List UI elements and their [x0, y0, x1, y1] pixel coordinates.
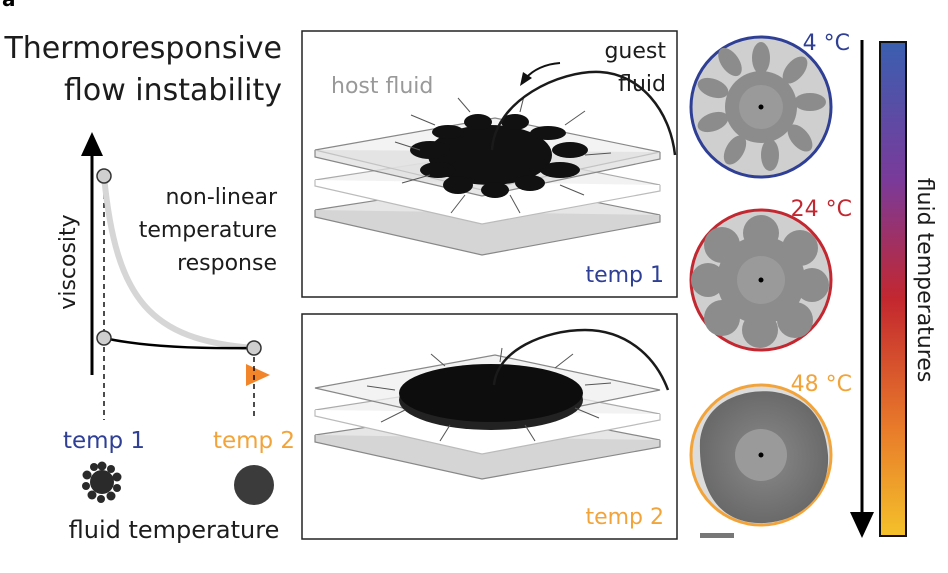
- round-drop-bottom: [399, 364, 583, 422]
- top-panel-label: temp 1: [585, 263, 664, 288]
- panel-letter: a: [2, 0, 16, 11]
- needle-top: [490, 70, 677, 156]
- y-axis-label: viscosity: [56, 214, 81, 309]
- temp-label-2: 48 °C: [791, 372, 852, 397]
- right-panel: 4 °C 24 °C 48 °C fluid temperatures: [689, 31, 937, 538]
- curve-point-low: [96, 330, 112, 346]
- scale-bar: [700, 533, 734, 538]
- x-axis-label: fluid temperature: [69, 516, 280, 544]
- annotation-line2: temperature: [139, 218, 277, 243]
- curve-point-end: [246, 340, 262, 356]
- left-title-line2: flow instability: [64, 73, 282, 108]
- high-response-curve: [101, 175, 255, 351]
- guest-fluid-label-line2: fluid: [618, 72, 666, 97]
- drop-4c-center: [758, 104, 764, 110]
- fingered-drop-top: [410, 114, 588, 198]
- fingered-blob-icon: [82, 461, 122, 503]
- annotation-line3: response: [177, 251, 277, 276]
- x-tick-temp1: temp 1: [63, 428, 145, 454]
- needle-bottom: [492, 328, 670, 391]
- temperature-colorbar: [879, 41, 907, 537]
- annotation-line1: non-linear: [165, 185, 277, 210]
- guest-fluid-label-line1: guest: [604, 39, 666, 64]
- flow-direction-arrowhead: [520, 72, 532, 86]
- drop-48c-center: [758, 452, 764, 458]
- curve-point-top: [96, 168, 112, 184]
- drop-24c-center: [758, 277, 764, 283]
- temp-label-1: 24 °C: [791, 197, 852, 222]
- left-panel: Thermoresponsive flow instability non-li…: [3, 31, 295, 544]
- round-drop-icon: [234, 465, 274, 505]
- flow-arrows-bottom: [366, 347, 612, 442]
- temp-label-0: 4 °C: [803, 31, 850, 56]
- host-fluid-label: host fluid: [331, 74, 433, 99]
- bottom-panel-label: temp 2: [585, 505, 664, 530]
- low-response-curve: [103, 336, 255, 350]
- middle-panel: host fluid guest fluid temp 1 temp 2: [301, 30, 678, 540]
- y-axis-arrowhead: [81, 132, 103, 156]
- temperature-arrowhead: [850, 512, 874, 538]
- x-axis-arrowhead: [246, 364, 270, 386]
- x-tick-temp2: temp 2: [213, 428, 295, 454]
- left-title-line1: Thermoresponsive: [3, 31, 282, 66]
- colorbar-label: fluid temperatures: [912, 178, 937, 383]
